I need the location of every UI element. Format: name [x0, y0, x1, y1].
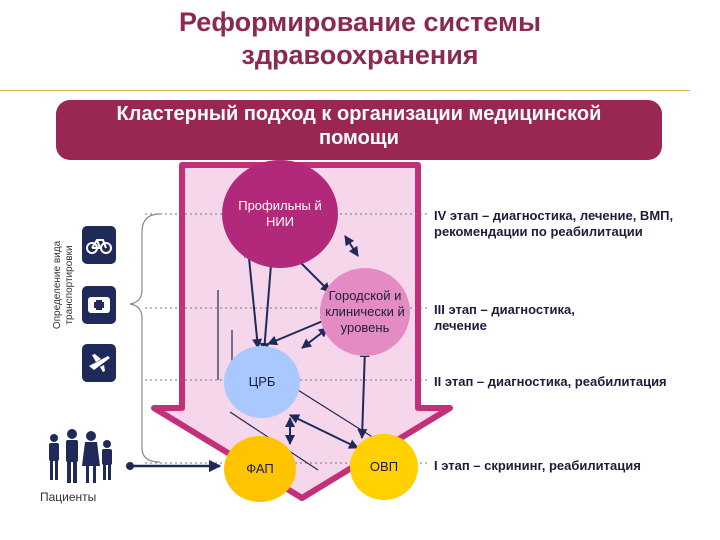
node-fap-label: ФАП — [246, 461, 274, 476]
stage-i: I этап – скрининг, реабилитация — [434, 458, 641, 473]
node-nii: Профильны й НИИ — [222, 160, 338, 268]
airplane-icon — [82, 344, 116, 382]
node-city-label: Городской и клинически й уровень — [325, 288, 405, 335]
people-icon — [49, 429, 112, 483]
arrow-city-crb — [267, 316, 331, 346]
banner-line-2: помощи — [319, 127, 399, 149]
subtitle-banner-text: Кластерный подход к организации медицинс… — [56, 102, 662, 150]
stage-iv: IV этап – диагностика, лечение, ВМП, рек… — [434, 208, 674, 239]
title-line-1: Реформирование системы — [178, 7, 542, 37]
node-crb-label: ЦРБ — [248, 374, 276, 389]
stage-ii: II этап – диагностика, реабилитация — [434, 374, 667, 389]
node-fap: ФАП — [224, 436, 296, 502]
title-line-2: здравоохранения — [241, 40, 479, 70]
patients-label: Пациенты — [40, 490, 97, 504]
subtitle-banner — [56, 100, 662, 160]
banner-line-1: Кластерный подход к организации медицинс… — [116, 103, 602, 125]
arrow-nii-city-2 — [344, 235, 359, 257]
vertical-label-line-1: Определение вида — [52, 240, 63, 330]
title-divider — [0, 90, 690, 91]
vertical-label-line-2: транспортировки — [64, 245, 75, 325]
node-city: Городской и клинически й уровень — [320, 268, 410, 356]
transport-vertical-label: Определение вида транспортировки — [52, 230, 76, 340]
node-nii-label: Профильны й НИИ — [238, 198, 322, 229]
page-title: Реформирование системы здравоохранения — [0, 6, 720, 72]
node-crb: ЦРБ — [224, 346, 300, 418]
ambulance-icon — [82, 286, 116, 324]
bicycle-icon — [82, 226, 116, 264]
arrow-crb-ovp — [289, 414, 359, 449]
arrow-nii-crb — [243, 247, 263, 349]
arrow-nii-crb-2 — [259, 251, 277, 353]
brace — [129, 213, 161, 463]
node-ovp-label: ОВП — [369, 459, 399, 474]
node-ovp: ОВП — [350, 434, 418, 500]
stage-iii: III этап – диагностика, лечение — [434, 302, 575, 333]
arrow-city-ovp — [357, 347, 370, 439]
